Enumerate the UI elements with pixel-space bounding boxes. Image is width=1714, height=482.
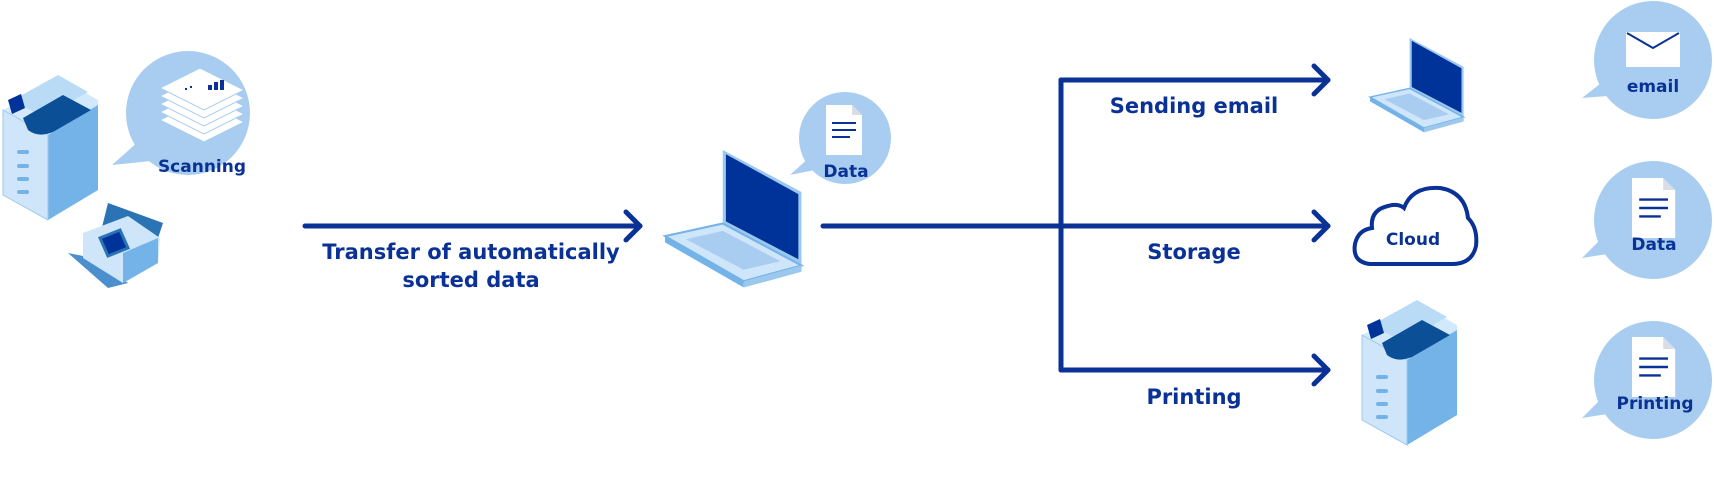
- branch-label-printing: Printing: [1146, 385, 1241, 409]
- printing-bubble: Printing: [1582, 321, 1712, 439]
- printing-copier-illustration: [1361, 299, 1458, 446]
- storage-data-label: Data: [1631, 235, 1676, 255]
- storage-data-bubble: Data: [1582, 161, 1712, 279]
- cloud-label: Cloud: [1386, 230, 1440, 250]
- email-laptop-illustration: [1369, 37, 1465, 134]
- hub-laptop-illustration: [663, 148, 803, 289]
- transfer-label-line2: sorted data: [402, 268, 539, 292]
- cloud-icon: Cloud: [1352, 185, 1479, 266]
- branch-arrows: [820, 63, 1331, 387]
- envelope-icon: [1626, 32, 1680, 67]
- printing-label: Printing: [1617, 394, 1694, 414]
- document-icon: [825, 104, 863, 156]
- scanning-bubble: Scanning: [112, 51, 250, 177]
- document-scanner-illustration: [68, 203, 163, 288]
- email-label: email: [1627, 77, 1679, 97]
- email-bubble: email: [1582, 1, 1712, 119]
- branch-label-storage: Storage: [1147, 240, 1240, 264]
- hub-data-bubble: Data: [790, 92, 891, 184]
- scanned-documents-icon: [158, 67, 246, 143]
- document-icon: [1630, 335, 1677, 399]
- document-icon: [1630, 176, 1677, 240]
- source-copier-illustration: [2, 74, 99, 221]
- transfer-label-line1: Transfer of automatically: [322, 240, 620, 264]
- branch-label-email: Sending email: [1110, 94, 1279, 118]
- transfer-arrow: [302, 209, 643, 243]
- scanning-label: Scanning: [158, 157, 246, 177]
- hub-data-label: Data: [823, 162, 868, 182]
